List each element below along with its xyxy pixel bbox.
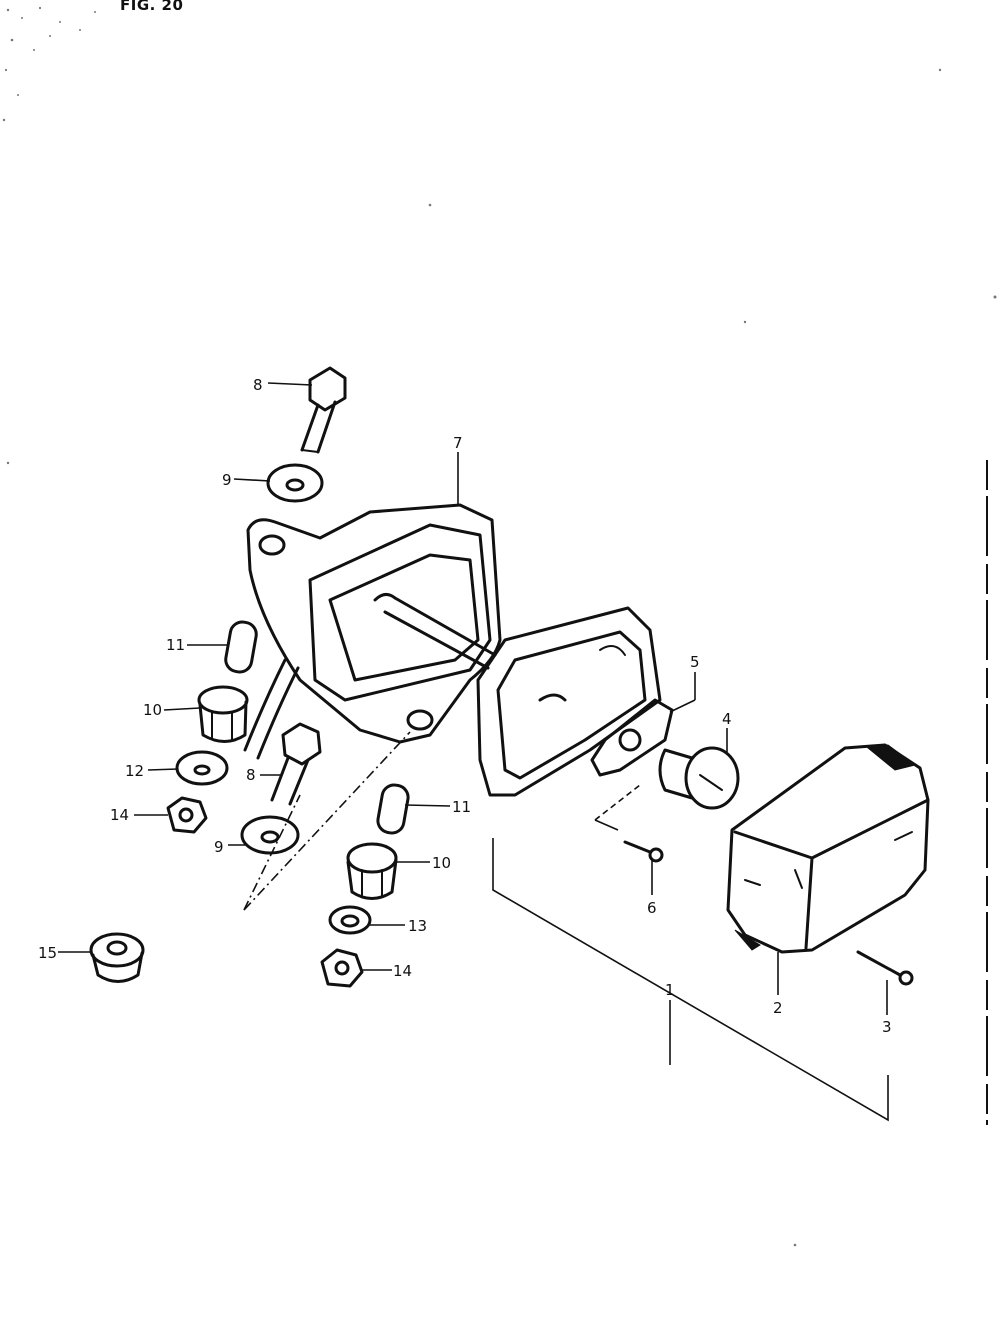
callout-3: 3 [882, 1018, 892, 1036]
callout-14-lower: 14 [393, 962, 412, 980]
callout-7: 7 [453, 434, 463, 452]
lamp-bracket [243, 503, 502, 760]
grommet-lower [346, 842, 398, 900]
washer-13 [328, 905, 372, 935]
cap-nut [89, 932, 145, 983]
callout-11-lower: 11 [452, 798, 471, 816]
callout-10-lower: 10 [432, 854, 451, 872]
nut-lower [320, 948, 364, 988]
assembly-lines [243, 731, 641, 911]
callout-8-upper: 8 [253, 376, 263, 394]
lens [726, 743, 930, 954]
group-bracket [492, 838, 889, 1122]
washer-lower [240, 815, 300, 855]
bolt-lower [270, 722, 322, 806]
callout-2: 2 [773, 999, 783, 1017]
callout-8-lower: 8 [246, 766, 256, 784]
bulb [658, 746, 740, 810]
callout-labels: 8 9 7 11 10 12 14 8 9 11 10 13 14 15 5 4… [38, 376, 892, 1036]
lamp-housing [476, 606, 674, 797]
callout-6: 6 [647, 899, 657, 917]
bolt-upper [300, 366, 347, 454]
callout-9-upper: 9 [222, 471, 232, 489]
spacer-upper [224, 620, 258, 674]
callout-14-upper: 14 [110, 806, 129, 824]
grommet-upper [197, 685, 249, 743]
callout-4: 4 [722, 710, 732, 728]
callout-12: 12 [125, 762, 144, 780]
callout-13: 13 [408, 917, 427, 935]
leader-lines [58, 382, 888, 1015]
washer-upper [266, 463, 324, 503]
scan-noise [2, 6, 997, 1247]
screw-socket [623, 840, 664, 863]
callout-9-lower: 9 [214, 838, 224, 856]
callout-15: 15 [38, 944, 57, 962]
callout-1: 1 [665, 981, 675, 999]
washer-12 [175, 750, 229, 786]
figure-title: FIG. 20 [120, 0, 184, 14]
spacer-lower [376, 783, 410, 835]
callout-10-upper: 10 [143, 701, 162, 719]
callout-11-upper: 11 [166, 636, 185, 654]
callout-5: 5 [690, 653, 700, 671]
screw-lens [856, 950, 914, 986]
nut-upper [166, 796, 208, 834]
